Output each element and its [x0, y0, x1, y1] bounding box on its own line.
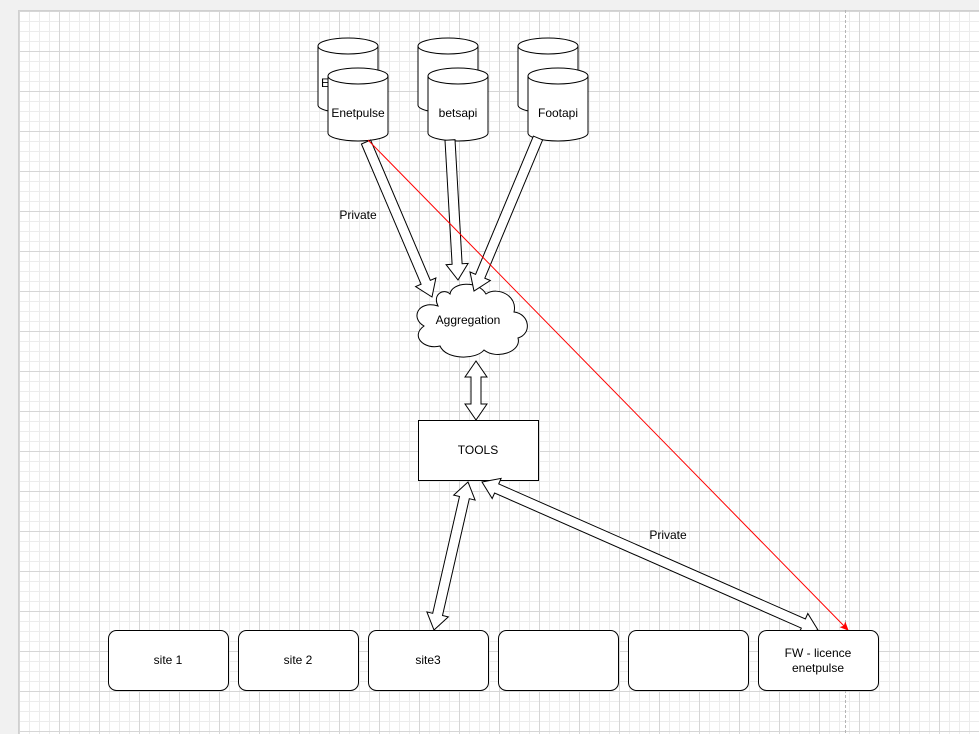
enetpulse-to-fw-red-line[interactable]	[367, 139, 849, 631]
database-footapi[interactable]: Footapi	[527, 67, 589, 142]
database-betsapi[interactable]: betsapi	[427, 67, 489, 142]
arrow-tools-site3[interactable]	[426, 481, 476, 631]
site-box-4[interactable]	[498, 630, 619, 691]
arrow-enetpulse-to-aggregation[interactable]	[360, 139, 437, 298]
arrow-tools-fw[interactable]	[481, 477, 819, 635]
arrow-aggregation-tools[interactable]	[464, 360, 488, 421]
edge-label-private-bottom: Private	[649, 528, 687, 542]
site-box-1[interactable]: site 1	[108, 630, 229, 691]
database-label-enetpulse: Enetpulse	[331, 106, 385, 120]
connectors	[360, 135, 819, 635]
diagram-canvas[interactable]	[18, 10, 979, 734]
database-enetpulse[interactable]: Enetpulse	[327, 67, 389, 142]
site-label-6-line1: FW - licence	[785, 646, 852, 660]
database-label-footapi: Footapi	[538, 106, 578, 120]
edge-label-private-top: Private	[339, 208, 377, 222]
arrow-footapi-to-aggregation[interactable]	[469, 135, 544, 292]
site-label-3: site3	[415, 653, 441, 667]
tools-box[interactable]: TOOLS	[418, 420, 539, 481]
site-box-3[interactable]: site3	[368, 630, 489, 691]
database-label-betsapi: betsapi	[439, 106, 478, 120]
site-label-1: site 1	[154, 653, 183, 667]
tools-label: TOOLS	[458, 443, 498, 457]
arrow-betsapi-to-aggregation[interactable]	[444, 139, 470, 281]
aggregation-label: Aggregation	[436, 313, 501, 327]
site-box-fw-licence[interactable]: FW - licence enetpulse	[758, 630, 879, 691]
database-back-label: E	[321, 76, 329, 90]
page-break-line	[845, 10, 846, 733]
site-label-2: site 2	[284, 653, 313, 667]
aggregation-cloud[interactable]: Aggregation	[416, 283, 528, 358]
site-box-2[interactable]: site 2	[238, 630, 359, 691]
site-label-6-line2: enetpulse	[792, 661, 844, 675]
site-box-5[interactable]	[628, 630, 749, 691]
